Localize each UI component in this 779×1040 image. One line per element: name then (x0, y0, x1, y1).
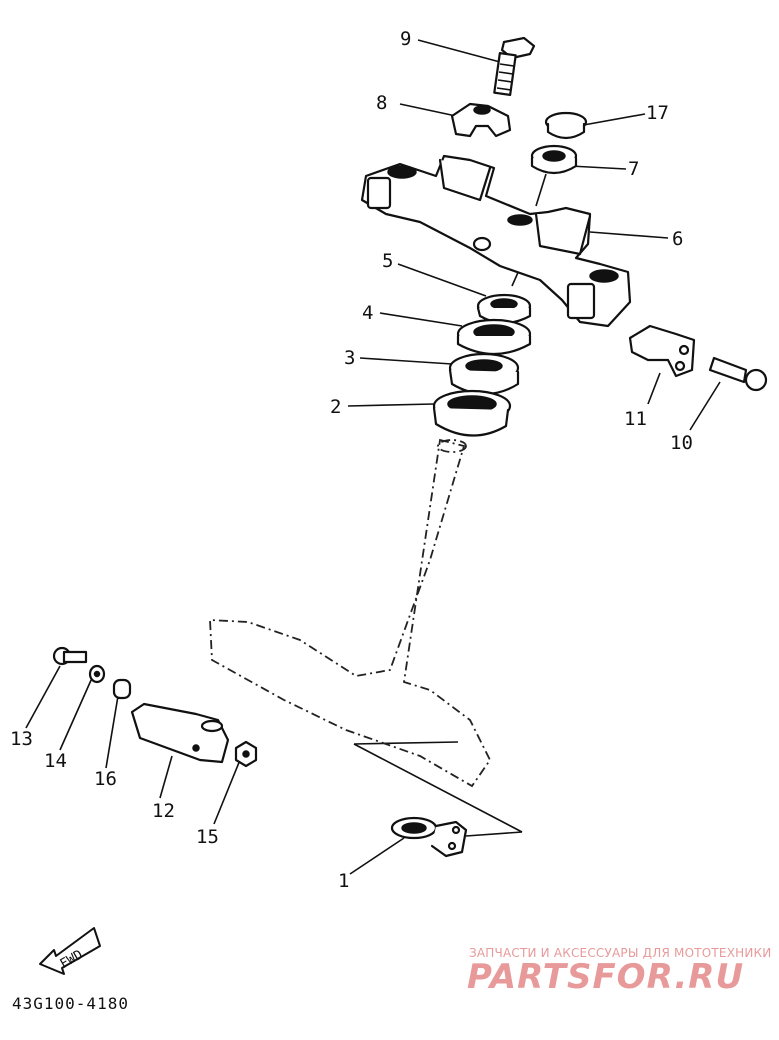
label-part-8: 8 (376, 92, 388, 114)
label-part-15: 15 (196, 826, 219, 848)
part-17-cap (544, 111, 588, 140)
part-16-collar (112, 678, 132, 700)
label-part-9: 9 (400, 28, 412, 50)
watermark-tagline: ЗАПЧАСТИ И АКСЕССУАРЫ ДЛЯ МОТОТЕХНИКИ (469, 946, 772, 960)
arrow-left-icon: FWD (39, 927, 101, 975)
label-part-7: 7 (628, 158, 640, 180)
part-4-dust-seal (456, 318, 532, 355)
leader-lines (25, 39, 721, 875)
label-part-1: 1 (338, 870, 350, 892)
watermark-logo: PARTSFOR.RU (467, 956, 767, 1000)
drawing-code: 43G100-4180 (12, 994, 129, 1013)
part-15-nut (234, 740, 258, 768)
part-12-cable-holder (130, 702, 230, 764)
part-7-bushing (530, 144, 578, 175)
part-13-bolt (52, 646, 88, 666)
part-8-handlebar-holder (450, 102, 512, 138)
label-part-3: 3 (344, 347, 356, 369)
steering-stem-ghost (209, 438, 492, 788)
forward-direction-arrow: FWD (38, 922, 102, 980)
label-part-6: 6 (672, 228, 684, 250)
label-part-2: 2 (330, 396, 342, 418)
part-9-bolt (493, 36, 536, 97)
watermark-logo-text: PARTSFOR.RU (467, 957, 744, 996)
part-3-bearing (448, 352, 520, 395)
part-11-cable-clamp (628, 324, 696, 378)
label-part-12: 12 (152, 800, 175, 822)
label-part-13: 13 (10, 728, 33, 750)
part-10-bolt (708, 356, 768, 392)
label-part-14: 14 (44, 750, 67, 772)
label-part-5: 5 (382, 250, 394, 272)
part-6-upper-bracket (360, 154, 632, 328)
label-part-11: 11 (624, 408, 647, 430)
part-14-washer (88, 664, 106, 684)
label-part-4: 4 (362, 302, 374, 324)
part-5-ring-nut (476, 293, 532, 325)
label-part-10: 10 (670, 432, 693, 454)
part-2-bearing-race (432, 389, 512, 437)
label-part-16: 16 (94, 768, 117, 790)
part-1-cable-guide (390, 816, 468, 858)
label-part-17: 17 (646, 102, 669, 124)
